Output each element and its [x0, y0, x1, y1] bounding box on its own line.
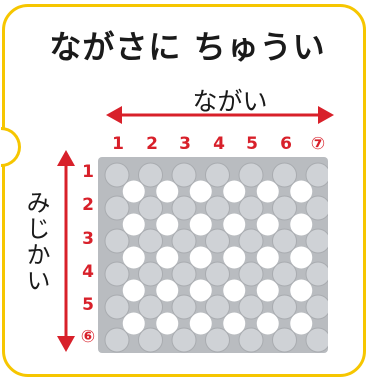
plate-stud — [305, 261, 328, 287]
plate-stud — [272, 228, 297, 254]
plate-stud — [305, 327, 328, 353]
column-number: 2 — [146, 134, 158, 154]
plate-stud — [171, 327, 197, 353]
plate-hole — [189, 180, 212, 203]
height-label: みじかい — [22, 190, 50, 294]
plate-hole — [290, 246, 313, 269]
height-arrow-top-head — [57, 150, 75, 166]
width-arrow-left-head — [106, 106, 122, 124]
row-number: 2 — [82, 195, 94, 215]
plate-hole — [189, 312, 212, 335]
plate-hole — [156, 312, 179, 335]
plate-hole — [156, 279, 179, 302]
block-plate — [98, 157, 328, 353]
plate-hole — [122, 279, 145, 302]
column-number: 6 — [280, 134, 292, 154]
plate-stud — [238, 327, 264, 353]
plate-stud — [305, 162, 328, 188]
plate-stud — [138, 228, 163, 254]
plate-stud — [104, 294, 130, 320]
page-title: ながさに ちゅうい — [49, 28, 326, 66]
plate-stud — [104, 228, 130, 254]
plate-hole — [223, 213, 246, 236]
plate-stud — [238, 162, 264, 188]
plate-hole — [189, 246, 212, 269]
plate-stud — [272, 195, 297, 221]
plate-stud — [238, 294, 264, 320]
plate-stud — [104, 261, 130, 287]
plate-hole — [223, 312, 246, 335]
plate-hole — [156, 213, 179, 236]
plate-stud — [205, 195, 230, 221]
plate-stud — [272, 327, 297, 353]
plate-stud — [138, 162, 163, 188]
width-label: ながい — [192, 87, 268, 116]
plate-stud — [205, 228, 230, 254]
plate-stud — [272, 162, 297, 188]
row-number: 3 — [82, 229, 94, 249]
plate-stud — [138, 294, 163, 320]
plate-hole — [223, 279, 246, 302]
column-number: 4 — [213, 134, 225, 154]
plate-hole — [156, 180, 179, 203]
plate-stud — [171, 195, 197, 221]
plate-hole — [122, 246, 145, 269]
plate-stud — [138, 327, 163, 353]
plate-hole — [223, 246, 246, 269]
plate-hole — [122, 180, 145, 203]
plate-stud — [238, 228, 264, 254]
column-number: 3 — [179, 134, 191, 154]
plate-stud — [104, 327, 130, 353]
plate-hole — [290, 312, 313, 335]
plate-hole — [122, 312, 145, 335]
plate-hole — [223, 180, 246, 203]
plate-hole — [189, 279, 212, 302]
plate-stud — [305, 294, 328, 320]
plate-stud — [205, 327, 230, 353]
plate-stud — [138, 195, 163, 221]
plate-hole — [290, 279, 313, 302]
plate-hole — [256, 312, 279, 335]
column-number-circled: ⑦ — [310, 134, 326, 154]
column-number: 5 — [246, 134, 258, 154]
plate-stud — [171, 294, 197, 320]
row-number: 4 — [82, 262, 94, 282]
plate-studs — [104, 162, 328, 353]
plate-stud — [171, 228, 197, 254]
plate-hole — [256, 180, 279, 203]
plate-hole — [256, 246, 279, 269]
plate-hole — [156, 246, 179, 269]
plate-hole — [256, 279, 279, 302]
plate-stud — [205, 294, 230, 320]
plate-stud — [104, 162, 130, 188]
plate-hole — [256, 213, 279, 236]
width-arrow-right-head — [318, 106, 334, 124]
plate-stud — [138, 261, 163, 287]
plate-stud — [104, 195, 130, 221]
row-number: 5 — [82, 295, 94, 315]
column-number: 1 — [112, 134, 124, 154]
plate-stud — [171, 162, 197, 188]
plate-stud — [238, 261, 264, 287]
plate-stud — [171, 261, 197, 287]
plate-stud — [305, 228, 328, 254]
row-number-circled: ⑥ — [80, 327, 96, 347]
plate-stud — [305, 195, 328, 221]
plate-stud — [238, 195, 264, 221]
row-number: 1 — [82, 162, 94, 182]
plate-hole — [290, 180, 313, 203]
plate-hole — [122, 213, 145, 236]
plate-hole — [189, 213, 212, 236]
plate-stud — [272, 294, 297, 320]
plate-hole — [290, 213, 313, 236]
plate-stud — [272, 261, 297, 287]
height-arrow-bottom-head — [57, 336, 75, 352]
plate-stud — [205, 261, 230, 287]
plate-stud — [205, 162, 230, 188]
